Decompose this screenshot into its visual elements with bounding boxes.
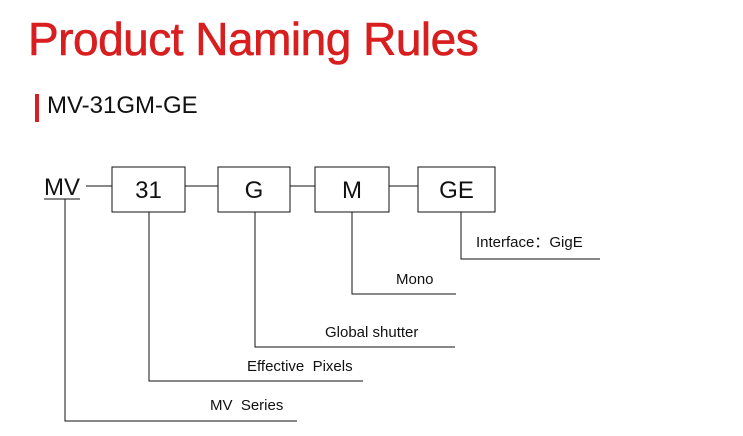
segment-box-shutter xyxy=(217,166,291,213)
label-pixels: Effective Pixels xyxy=(247,358,353,375)
leader-shutter xyxy=(254,212,455,348)
segment-interface-text: GE xyxy=(439,177,474,204)
leader-interface xyxy=(460,212,600,260)
label-interface: Interface：GigE xyxy=(476,234,583,251)
label-mono: Mono xyxy=(396,271,434,288)
segment-shutter-text: G xyxy=(245,177,264,204)
segment-mono-text: M xyxy=(342,177,362,204)
leader-series xyxy=(64,199,297,422)
prefix-text: MV xyxy=(44,174,80,201)
subtitle-accent-bar xyxy=(35,94,39,122)
model-code-heading: MV-31GM-GE xyxy=(47,92,198,119)
segment-pixels-text: 31 xyxy=(135,177,162,204)
label-shutter: Global shutter xyxy=(325,324,418,341)
segment-box-interface xyxy=(417,166,496,213)
page-title: Product Naming Rules xyxy=(28,13,479,66)
leader-pixels xyxy=(148,212,363,382)
leader-mono xyxy=(351,212,456,295)
label-series: MV Series xyxy=(210,397,283,414)
